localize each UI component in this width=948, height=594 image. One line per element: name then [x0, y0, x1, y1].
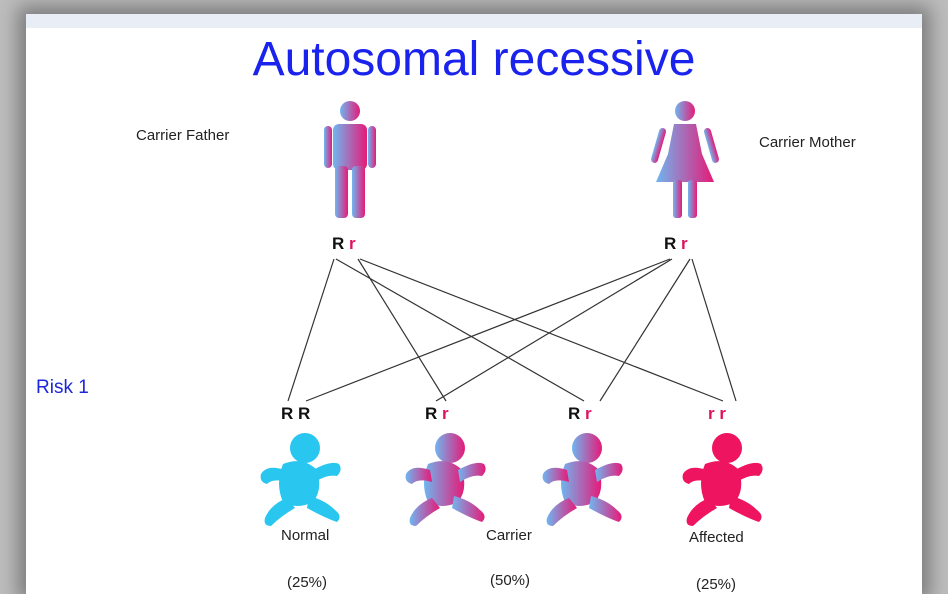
- slide: Autosomal recessive Carrier Father: [26, 14, 922, 594]
- offspring-2-genotype: R r: [425, 404, 449, 424]
- line-father-r-to-rr: [359, 258, 724, 402]
- offspring-4-allele-2: r: [719, 404, 726, 423]
- line-mother-r-to-rr: [691, 258, 737, 402]
- line-mother-R-to-RR: [305, 258, 671, 402]
- offspring-4-percent: (25%): [696, 576, 737, 593]
- offspring-4-allele-1: r: [708, 404, 715, 423]
- offspring-1-percent: (25%): [287, 574, 328, 591]
- line-mother-r-to-child3: [599, 258, 691, 402]
- mother-icon: [651, 101, 719, 218]
- mother-label: Carrier Mother: [759, 134, 856, 151]
- offspring-1-status: Normal: [281, 527, 330, 544]
- mother-allele-2: r: [681, 234, 688, 253]
- offspring-1-allele-1: R: [281, 404, 294, 423]
- offspring-2-allele-1: R: [425, 404, 438, 423]
- mother-allele-1: R: [664, 234, 677, 253]
- offspring-1-genotype: R R: [281, 404, 310, 424]
- father-label: Carrier Father: [136, 127, 230, 144]
- baby-carrier-icon: [405, 433, 486, 526]
- offspring-3-percent: (50%): [490, 572, 531, 589]
- baby-normal-icon: [260, 433, 341, 526]
- line-father-R-to-RR: [287, 258, 335, 402]
- offspring-2-allele-2: r: [442, 404, 449, 423]
- risk-label: Risk 1: [36, 377, 89, 398]
- baby-carrier-icon-2: [542, 433, 623, 526]
- slide-title: Autosomal recessive: [252, 33, 696, 86]
- offspring-1-allele-2: R: [298, 404, 311, 423]
- father-icon: [324, 101, 376, 218]
- father-allele-2: r: [349, 234, 356, 253]
- offspring-3-allele-1: R: [568, 404, 581, 423]
- father-genotype: R r: [332, 234, 356, 254]
- baby-affected-icon: [682, 433, 763, 526]
- offspring-4-genotype: r r: [708, 404, 726, 424]
- mother-genotype: R r: [664, 234, 688, 254]
- offspring-4-status: Affected: [689, 529, 744, 546]
- line-mother-R-to-child2: [435, 258, 673, 402]
- line-father-r-to-child2: [357, 258, 447, 402]
- inheritance-lines: [287, 258, 737, 402]
- offspring-3-status: Carrier: [486, 527, 532, 544]
- offspring-3-allele-2: r: [585, 404, 592, 423]
- father-allele-1: R: [332, 234, 345, 253]
- line-father-R-to-child3: [335, 258, 585, 402]
- slide-top-band: [26, 14, 922, 28]
- offspring-3-genotype: R r: [568, 404, 592, 424]
